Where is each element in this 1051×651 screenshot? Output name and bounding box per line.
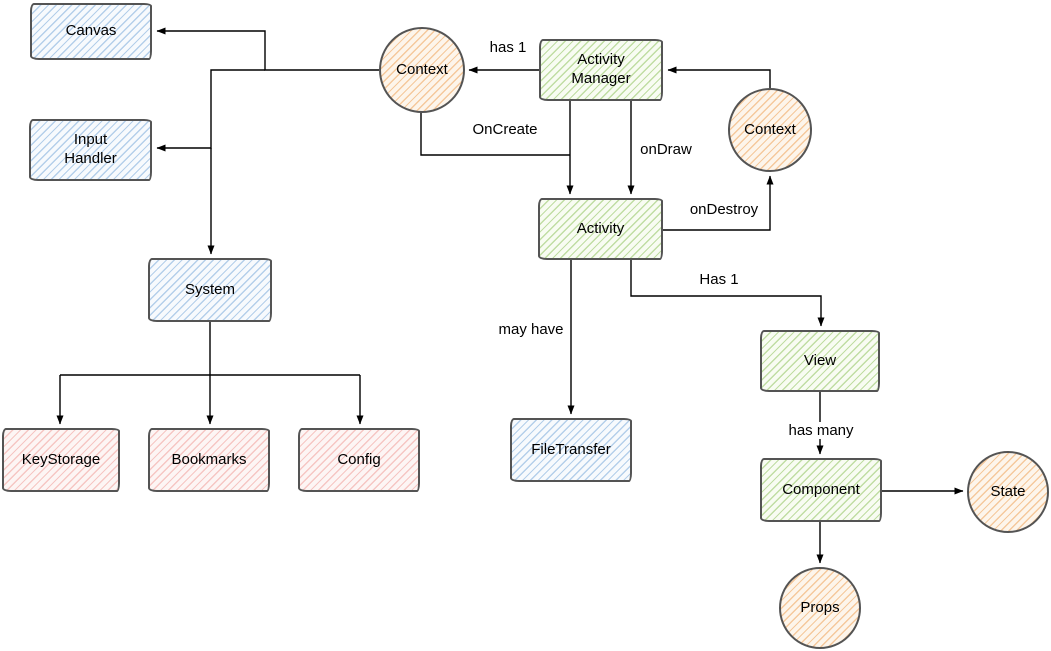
edge-context-to-canvas — [156, 27, 379, 71]
node-system: System — [148, 258, 272, 322]
edge-label-ondestroy: onDestroy — [686, 201, 762, 218]
node-props: Props — [779, 567, 861, 649]
edge-ondestroy-to-context-right — [663, 175, 774, 231]
node-activity-manager: Activity Manager — [539, 39, 663, 101]
node-input-handler: Input Handler — [29, 119, 152, 181]
node-file-transfer: FileTransfer — [510, 418, 632, 482]
node-key-storage: KeyStorage — [2, 428, 120, 492]
node-context-left: Context — [379, 27, 465, 113]
edge-system-trunk — [60, 322, 360, 376]
node-view: View — [760, 330, 880, 392]
edge-label-may-have: may have — [495, 321, 567, 338]
node-activity: Activity — [538, 198, 663, 260]
edge-label-oncreate: OnCreate — [469, 121, 541, 138]
edge-context-right-to-activity-manager — [667, 66, 771, 88]
node-canvas: Canvas — [30, 3, 152, 60]
node-component: Component — [760, 458, 882, 522]
edge-context-to-input-handler — [156, 69, 265, 152]
node-context-right: Context — [728, 88, 812, 172]
edge-oncreate-bend — [420, 112, 570, 156]
edge-label-has-many: has many — [785, 422, 857, 439]
node-state: State — [967, 451, 1049, 533]
edge-label-has-1-right: Has 1 — [696, 271, 742, 288]
edge-label-has-1-left: has 1 — [486, 39, 530, 56]
node-bookmarks: Bookmarks — [148, 428, 270, 492]
edge-label-ondraw: onDraw — [637, 141, 695, 158]
edge-activity-to-view — [630, 260, 825, 327]
node-config: Config — [298, 428, 420, 492]
